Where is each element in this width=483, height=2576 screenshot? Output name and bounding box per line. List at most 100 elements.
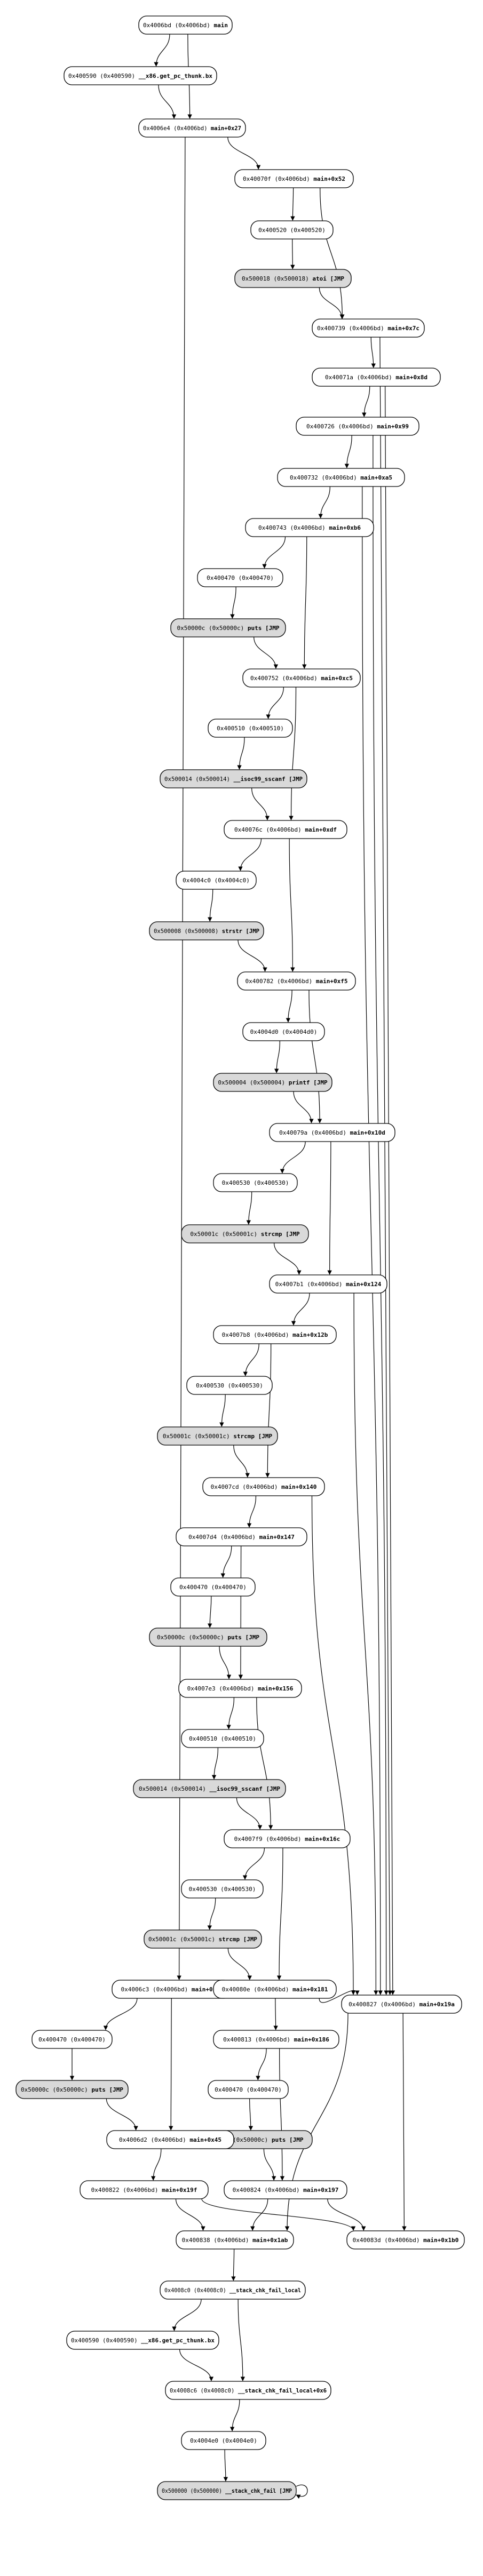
graph-node[interactable]: 0x4007f9 (0x4006bd) main+0x16c (224, 1829, 351, 1848)
graph-edge (344, 435, 352, 468)
graph-node[interactable]: 0x400470 (0x400470) (31, 2030, 113, 2049)
graph-node[interactable]: 0x400510 (0x400510) (181, 1729, 264, 1748)
node-symbol: atoi [JMP (309, 275, 345, 282)
graph-node[interactable]: 0x400827 (0x4006bd) main+0x19a (341, 1995, 462, 2014)
graph-node[interactable]: 0x500014 (0x500014) __isoc99_sscanf [JMP (160, 769, 307, 788)
graph-node[interactable]: 0x500014 (0x500014) __isoc99_sscanf [JMP (133, 1779, 286, 1798)
graph-node[interactable]: 0x400530 (0x400530) (213, 1173, 298, 1192)
graph-node[interactable]: 0x500004 (0x500004) printf [JMP (213, 1073, 332, 1092)
graph-node[interactable]: 0x400470 (0x400470) (170, 1577, 256, 1597)
graph-node[interactable]: 0x50000c (0x50000c) puts [JMP (170, 618, 286, 637)
graph-node[interactable]: 0x40070f (0x4006bd) main+0x52 (234, 169, 354, 188)
graph-node[interactable]: 0x400752 (0x4006bd) main+0xc5 (242, 668, 361, 688)
graph-node[interactable]: 0x4008c6 (0x4008c0) __stack_chk_fail_loc… (165, 2381, 331, 2400)
graph-node[interactable]: 0x4007cd (0x4006bd) main+0x140 (202, 1477, 325, 1496)
graph-node[interactable]: 0x400782 (0x4006bd) main+0xf5 (237, 971, 356, 991)
graph-edge (106, 2098, 138, 2131)
graph-node[interactable]: 0x400510 (0x400510) (208, 719, 293, 738)
graph-node[interactable]: 0x4007b8 (0x4006bd) main+0x12b (213, 1325, 337, 1344)
graph-node[interactable]: 0x400838 (0x4006bd) main+0x1ab (176, 2230, 294, 2250)
graph-edge (289, 687, 297, 820)
graph-edge (248, 2098, 254, 2131)
external-call-node-box (181, 1224, 309, 1243)
graph-node[interactable]: 0x400590 (0x400590) __x86.get_pc_thunk.b… (66, 2331, 219, 2350)
node-box (160, 2280, 306, 2300)
node-box (213, 1173, 298, 1192)
node-box (213, 2030, 339, 2049)
graph-node[interactable]: 0x400732 (0x4006bd) main+0xa5 (277, 468, 405, 487)
node-parent-address: (0x4006bd) (381, 2237, 420, 2244)
graph-node[interactable]: 0x500000 (0x500000) __stack_chk_fail [JM… (157, 2481, 297, 2500)
node-label: 0x400510 (0x400510) (217, 725, 284, 732)
graph-node[interactable]: 0x40083d (0x4006bd) main+0x1b0 (346, 2230, 465, 2250)
graph-node[interactable]: 0x400739 (0x4006bd) main+0x7c (312, 318, 425, 338)
node-symbol: main+0x1b0 (419, 2237, 458, 2244)
graph-edge (230, 586, 236, 619)
graph-node[interactable]: 0x4008c0 (0x4008c0) __stack_chk_fail_loc… (160, 2280, 306, 2300)
external-call-node-box (144, 1929, 262, 1949)
external-call-node-box (234, 269, 352, 288)
graph-node[interactable]: 0x400520 (0x400520) (250, 220, 334, 240)
node-layer: 0x4006bd (0x4006bd) main 0x400590 (0x4005… (15, 15, 465, 2500)
graph-node[interactable]: 0x40071a (0x4006bd) main+0x8d (312, 368, 441, 387)
graph-node[interactable]: 0x40076c (0x4006bd) main+0xdf (224, 820, 347, 839)
node-label: 0x400822 (0x4006bd) main+0x19f (91, 2187, 197, 2194)
graph-node[interactable]: 0x500008 (0x500008) strstr [JMP (149, 921, 264, 940)
node-address: 0x400530 (196, 1382, 224, 1389)
node-parent-address: (0x50001c) (191, 1433, 230, 1440)
graph-edge (370, 337, 376, 368)
graph-node[interactable]: 0x500018 (0x500018) atoi [JMP (234, 269, 352, 288)
node-parent-address: (0x4006bd) (318, 474, 357, 481)
graph-node[interactable]: 0x400824 (0x4006bd) main+0x197 (224, 2180, 347, 2199)
graph-node[interactable]: 0x4006e4 (0x4006bd) main+0x27 (138, 118, 246, 138)
graph-node[interactable]: 0x4007e3 (0x4006bd) main+0x156 (178, 1679, 302, 1698)
graph-node[interactable]: 0x400470 (0x400470) (208, 2080, 289, 2099)
node-symbol: main+0x197 (299, 2187, 338, 2194)
graph-edge (219, 1394, 226, 1427)
graph-node[interactable]: 0x4006bd (0x4006bd) main (138, 15, 233, 35)
node-symbol: __x86.get_pc_thunk.bx (135, 73, 212, 79)
graph-node[interactable]: 0x4004e0 (0x4004e0) (181, 2431, 266, 2450)
graph-node[interactable]: 0x50001c (0x50001c) strcmp [JMP (181, 1224, 309, 1243)
node-address: 0x4007d4 (188, 1534, 217, 1541)
node-box (138, 15, 233, 35)
node-box (178, 1679, 302, 1698)
node-label: 0x4008c6 (0x4008c0) __stack_chk_fail_loc… (170, 2387, 327, 2394)
graph-edge (256, 1697, 273, 1830)
node-symbol: main+0x140 (278, 1484, 316, 1490)
graph-node[interactable]: 0x50001c (0x50001c) strcmp [JMP (157, 1426, 278, 1446)
graph-node[interactable]: 0x400743 (0x4006bd) main+0xb6 (245, 518, 374, 537)
graph-node[interactable]: 0x4006d2 (0x4006bd) main+0x45 (106, 2130, 234, 2149)
graph-node[interactable]: 0x4007d4 (0x4006bd) main+0x147 (176, 1527, 307, 1546)
graph-node[interactable]: 0x50000c (0x50000c) puts [JMP (149, 1628, 267, 1647)
graph-node[interactable]: 0x400530 (0x400530) (186, 1376, 273, 1395)
graph-node[interactable]: 0x50001c (0x50001c) strcmp [JMP (144, 1929, 262, 1949)
graph-node[interactable]: 0x400822 (0x4006bd) main+0x19f (80, 2180, 209, 2199)
node-box (197, 568, 283, 587)
graph-node[interactable]: 0x40080e (0x4006bd) main+0x181 (213, 1980, 337, 1999)
node-label: 0x4004c0 (0x4004c0) (183, 877, 250, 884)
node-symbol: main+0xb6 (326, 524, 361, 531)
graph-edge (201, 2198, 356, 2231)
node-parent-address: (0x4006bd) (304, 1281, 343, 1288)
node-address: 0x500004 (218, 1079, 246, 1086)
node-symbol: strcmp [JMP (230, 1433, 273, 1440)
graph-edge (286, 990, 292, 1023)
graph-node[interactable]: 0x4004c0 (0x4004c0) (176, 871, 257, 890)
graph-edge (226, 1697, 235, 1729)
graph-edge (207, 1596, 212, 1628)
graph-edge (290, 187, 295, 221)
graph-node[interactable]: 0x50000c (0x50000c) puts [JMP (15, 2080, 129, 2099)
graph-node[interactable]: 0x400530 (0x400530) (181, 1879, 264, 1899)
node-label: 0x400752 (0x4006bd) main+0xc5 (250, 675, 353, 682)
graph-node[interactable]: 0x40079a (0x4006bd) main+0x10d (269, 1123, 395, 1142)
graph-node[interactable]: 0x4004d0 (0x4004d0) (242, 1022, 325, 1041)
node-box (176, 871, 257, 890)
graph-node[interactable]: 0x400590 (0x400590) __x86.get_pc_thunk.b… (64, 66, 217, 85)
graph-node[interactable]: 0x4007b1 (0x4006bd) main+0x124 (269, 1274, 387, 1294)
node-parent-address: (0x4006bd) (279, 675, 318, 682)
node-symbol: main+0xdf (302, 826, 337, 833)
graph-node[interactable]: 0x400726 (0x4006bd) main+0x99 (296, 417, 419, 436)
graph-node[interactable]: 0x400470 (0x400470) (197, 568, 283, 587)
graph-node[interactable]: 0x400813 (0x4006bd) main+0x186 (213, 2030, 339, 2049)
